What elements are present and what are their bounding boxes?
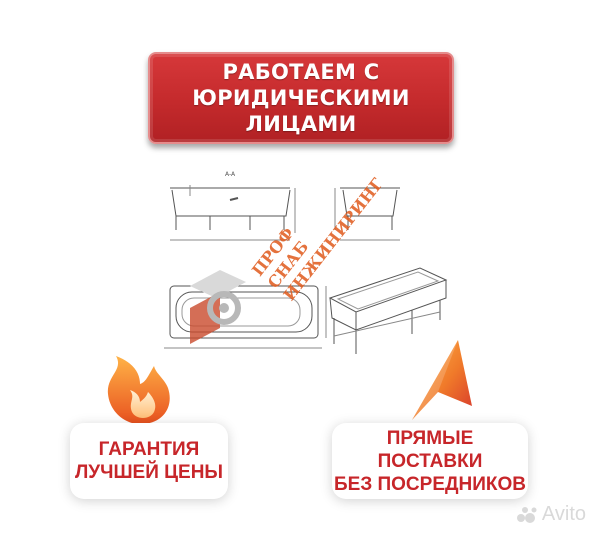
banner-line-2: ЮРИДИЧЕСКИМИ ЛИЦАМИ <box>192 86 410 136</box>
best-price-card: ГАРАНТИЯ ЛУЧШЕЙ ЦЕНЫ <box>70 423 228 499</box>
section-label: A-A <box>225 171 236 178</box>
direct-supply-line-1: ПРЯМЫЕ ПОСТАВКИ <box>377 427 483 472</box>
location-pin-icon <box>412 340 472 420</box>
direct-supply-card: ПРЯМЫЕ ПОСТАВКИ БЕЗ ПОСРЕДНИКОВ <box>332 423 528 499</box>
flame-icon <box>107 356 170 425</box>
avito-label: Avito <box>541 503 586 525</box>
avito-watermark: Avito <box>516 503 586 526</box>
company-logo-icon <box>190 270 246 344</box>
juridical-banner: РАБОТАЕМ С ЮРИДИЧЕСКИМИ ЛИЦАМИ <box>148 52 454 144</box>
direct-supply-line-2: БЕЗ ПОСРЕДНИКОВ <box>333 473 527 495</box>
best-price-line-1: ГАРАНТИЯ <box>98 439 200 460</box>
best-price-line-2: ЛУЧШЕЙ ЦЕНЫ <box>74 462 224 483</box>
banner-line-1: РАБОТАЕМ С <box>222 60 380 84</box>
bathtub-drawing: A-A <box>164 171 448 354</box>
avito-logo-icon <box>516 506 537 523</box>
